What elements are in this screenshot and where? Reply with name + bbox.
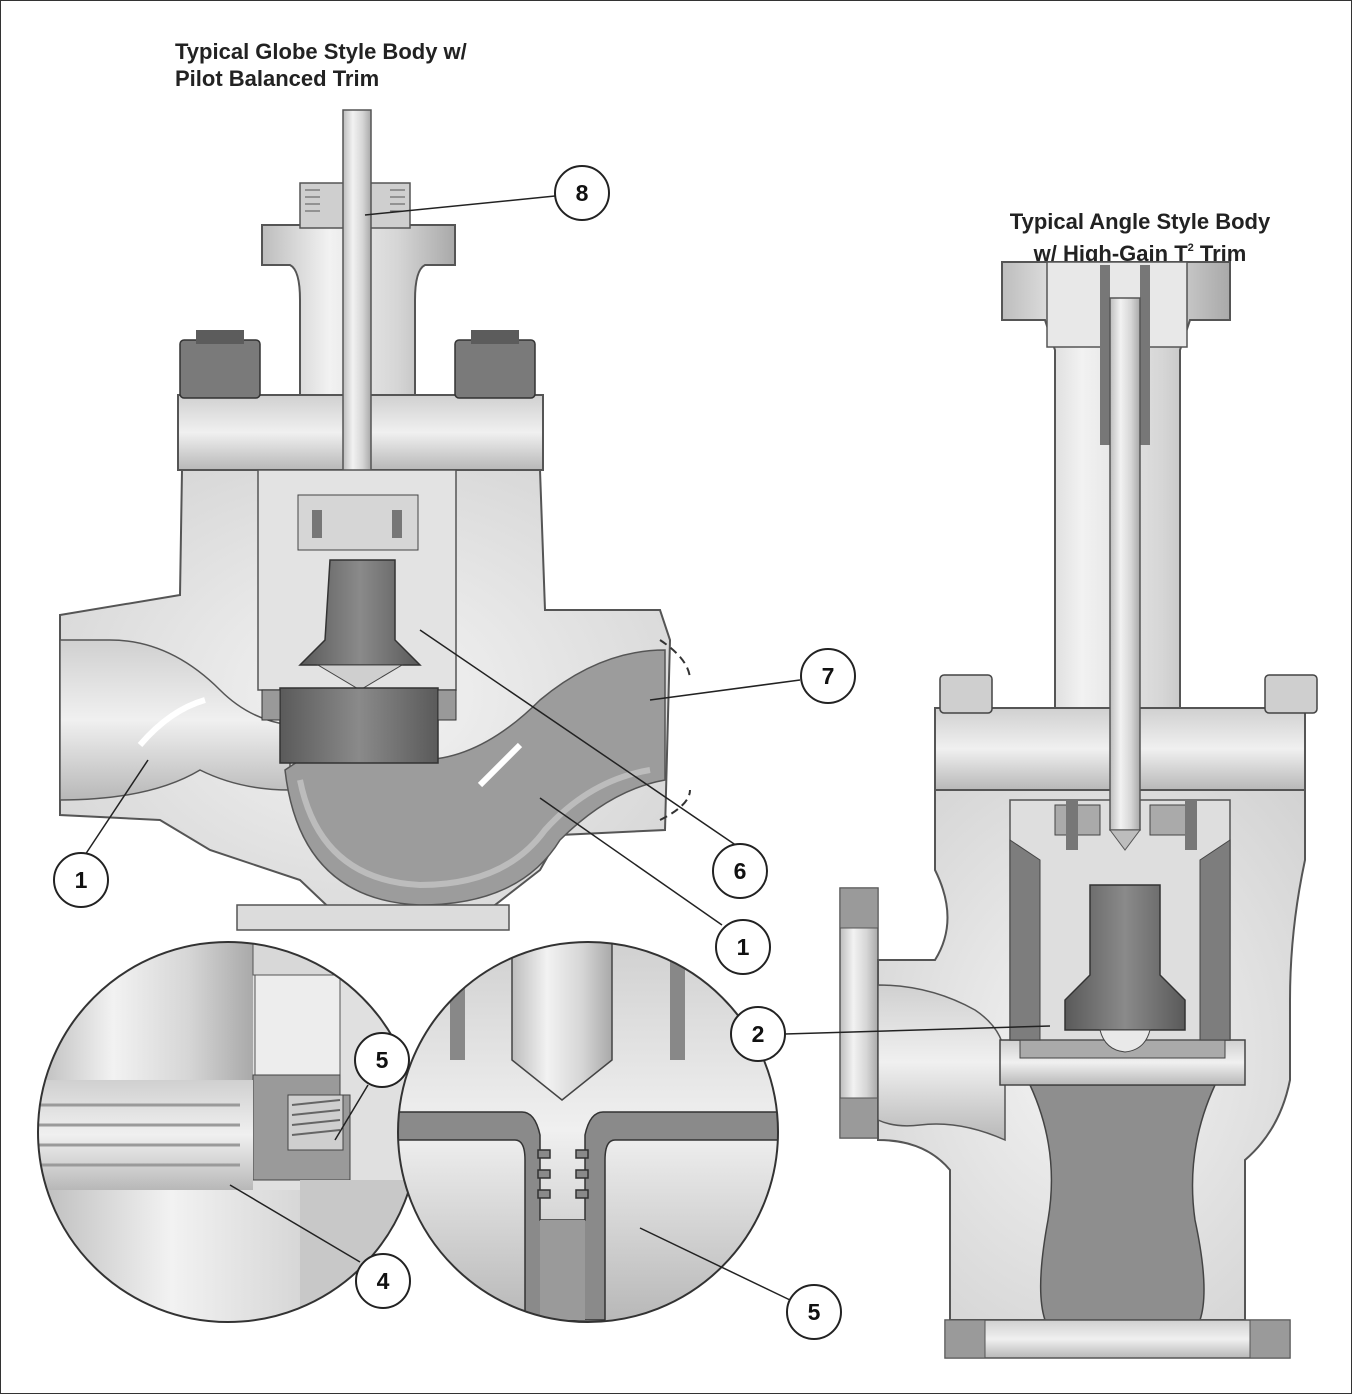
callout-6-label: 6	[734, 858, 747, 884]
globe-base-foot	[236, 904, 510, 931]
globe-valve-drawing	[59, 109, 691, 931]
angle-side-flange	[839, 887, 879, 1139]
callout-2: 2	[730, 1006, 786, 1062]
callout-4-label: 4	[377, 1268, 390, 1294]
callout-1-right: 1	[715, 919, 771, 975]
callout-6: 6	[712, 843, 768, 899]
callout-8-label: 8	[576, 180, 589, 206]
angle-valve-drawing	[839, 261, 1318, 1359]
callout-5-top: 5	[354, 1032, 410, 1088]
globe-plug	[298, 559, 422, 666]
angle-nut-right	[1264, 674, 1318, 714]
angle-plug	[1064, 884, 1186, 1031]
angle-title-superscript: 2	[1187, 242, 1194, 254]
leader-lines	[84, 195, 1051, 1301]
globe-seat-ring	[279, 687, 439, 764]
angle-inlet-passage	[877, 984, 1006, 1142]
globe-valve-title: Typical Globe Style Body w/ Pilot Balanc…	[175, 38, 467, 92]
callout-8: 8	[554, 165, 610, 221]
angle-bottom-flange	[944, 1319, 1291, 1359]
globe-outlet-passage	[284, 649, 666, 906]
angle-stem	[1109, 297, 1141, 831]
globe-title-line-2: Pilot Balanced Trim	[175, 66, 380, 91]
callout-7: 7	[800, 648, 856, 704]
callout-5-bottom: 5	[786, 1284, 842, 1340]
angle-outlet-bore	[1028, 1084, 1217, 1321]
callout-5-bottom-label: 5	[808, 1299, 821, 1325]
angle-nut-left	[939, 674, 993, 714]
detail-circle-right-outline	[397, 941, 779, 1323]
callout-1-right-label: 1	[737, 934, 750, 960]
globe-title-line-1: Typical Globe Style Body w/	[175, 39, 467, 64]
callout-4: 4	[355, 1253, 411, 1309]
detail-circle-pilot-plug	[398, 942, 778, 1321]
callout-1-left: 1	[53, 852, 109, 908]
callout-1-left-label: 1	[75, 867, 88, 893]
globe-nut-right	[454, 339, 536, 399]
globe-stem	[342, 109, 372, 501]
angle-title-line-1: Typical Angle Style Body	[1009, 209, 1271, 234]
callout-2-label: 2	[752, 1021, 765, 1047]
callout-7-label: 7	[822, 663, 835, 689]
callout-5-top-label: 5	[376, 1047, 389, 1073]
globe-nut-left	[179, 339, 261, 399]
